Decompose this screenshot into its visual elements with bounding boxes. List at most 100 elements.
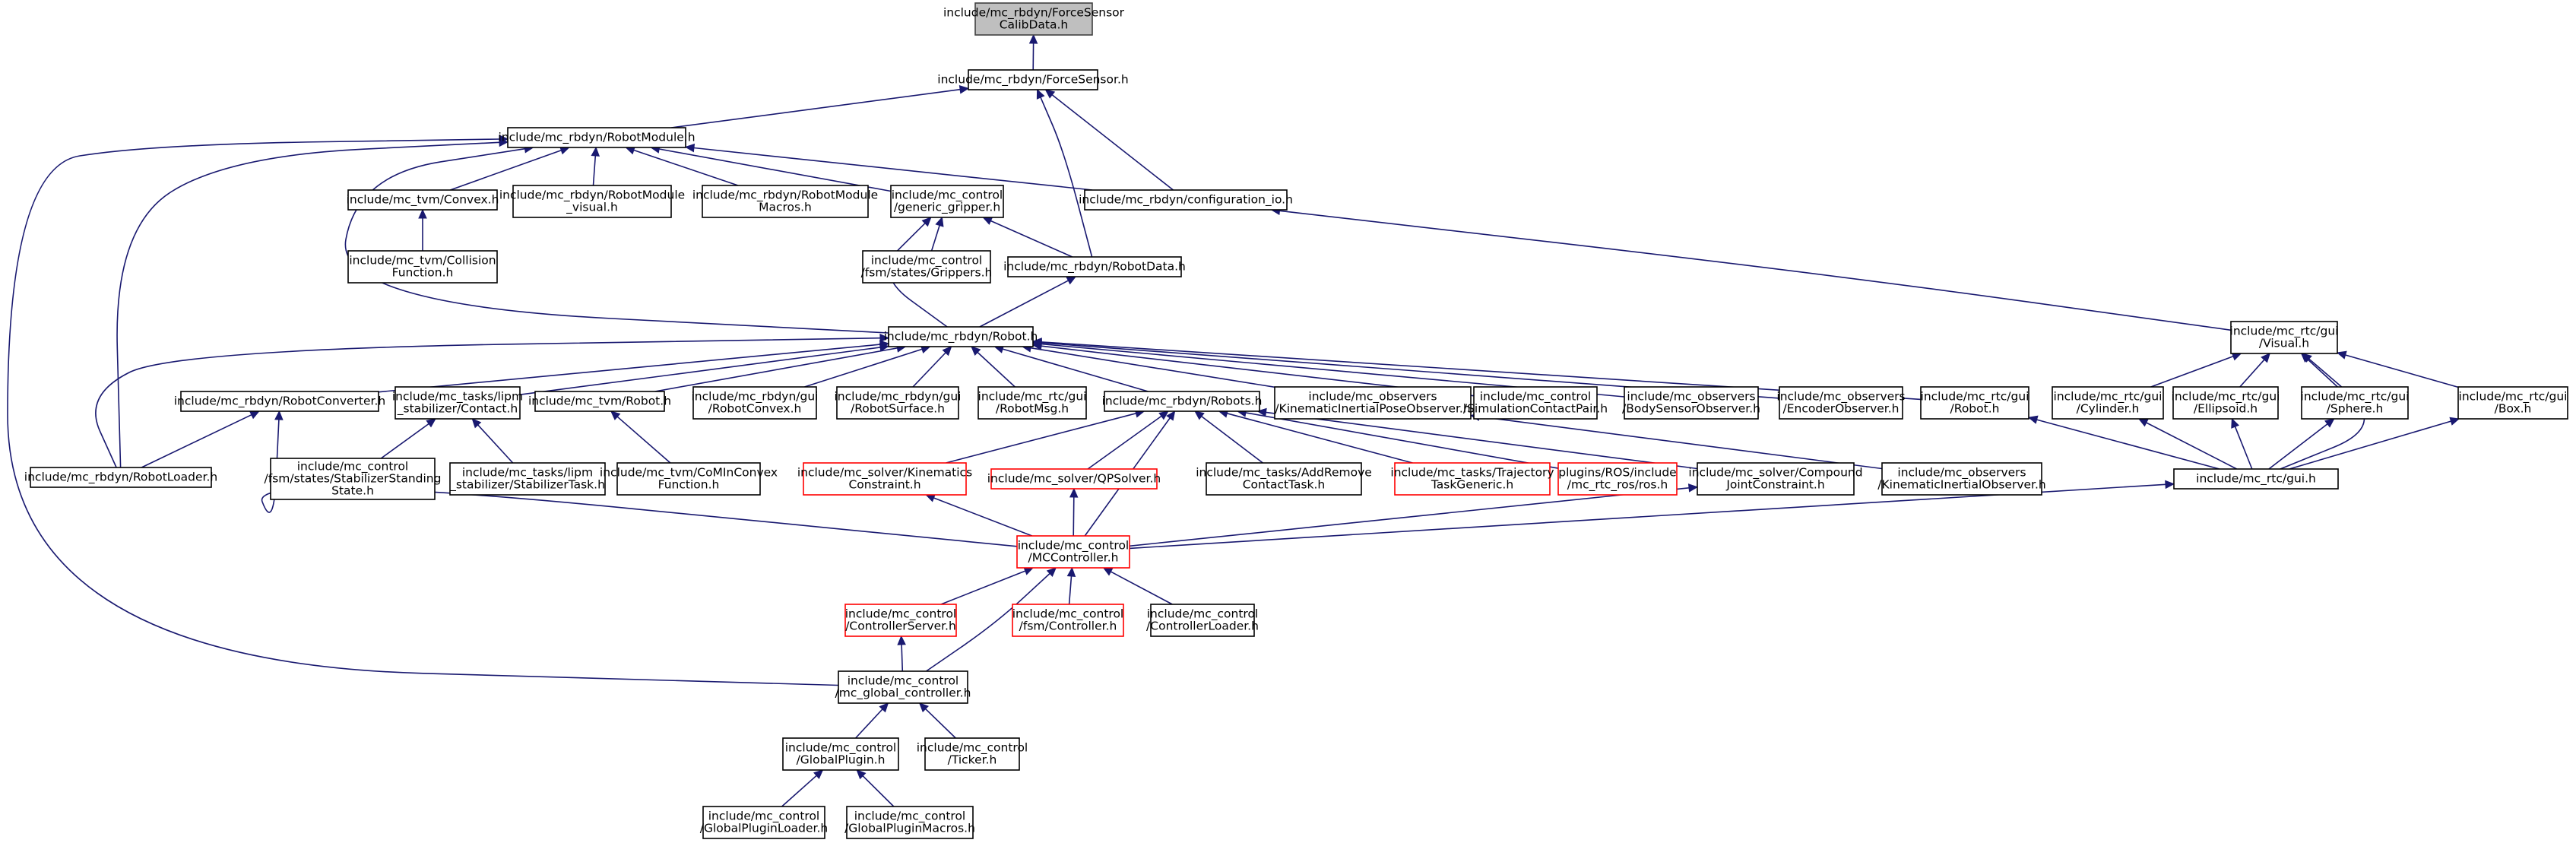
graph-node[interactable]: include/mc_control/fsm/states/Stabilizer…: [265, 458, 442, 500]
edge-line: [633, 149, 739, 186]
edge-n38-to-n19: [1256, 407, 1698, 470]
edge-line: [1266, 411, 1698, 470]
node-label: /BodySensorObserver.h: [1622, 402, 1760, 416]
graph-node[interactable]: include/mc_rbdyn/configuration_io.h: [1079, 189, 1293, 211]
graph-node[interactable]: include/mc_control/Ticker.h: [917, 737, 1028, 771]
edge-line: [804, 348, 923, 388]
node-box: [1206, 462, 1362, 496]
graph-node[interactable]: include/mc_tasks/lipm_stabilizer/Contact…: [392, 386, 523, 420]
node-box: [1104, 391, 1260, 412]
graph-node[interactable]: include/mc_rbdyn/RobotModule_visual.h: [499, 185, 685, 218]
graph-node[interactable]: include/mc_observers/EncoderObserver.h: [1776, 386, 1906, 420]
graph-node[interactable]: include/mc_observers/KinematicInertialPo…: [1274, 386, 1472, 420]
graph-node[interactable]: include/mc_observers/KinematicInertialOb…: [1877, 462, 2046, 496]
node-label: /RobotSurface.h: [851, 402, 945, 416]
edge-n40-to-n24: [2027, 415, 2220, 470]
arrowhead-icon: [2324, 418, 2335, 428]
node-label: include/mc_rbdyn/RobotConverter.h: [174, 395, 386, 409]
graph-node[interactable]: include/mc_rbdyn/RobotLoader.h: [24, 467, 217, 488]
graph-node[interactable]: include/mc_control/fsm/Controller.h: [1012, 604, 1124, 637]
graph-node[interactable]: include/mc_control/mc_global_controller.…: [835, 670, 971, 704]
node-label: include/mc_rtc/gui: [2172, 390, 2280, 404]
graph-node[interactable]: include/mc_rtc/gui/RobotMsg.h: [977, 386, 1087, 420]
node-label: include/mc_rtc/gui: [2054, 390, 2163, 404]
graph-node[interactable]: include/mc_tvm/Convex.h: [347, 189, 499, 211]
node-box: [702, 806, 825, 839]
node-label: _visual.h: [566, 201, 618, 215]
node-label: include/mc_control: [1480, 390, 1591, 404]
graph-node[interactable]: include/mc_rtc/gui/Box.h: [2457, 386, 2568, 420]
edge-line: [95, 337, 881, 468]
node-label: /mc_global_controller.h: [835, 686, 971, 701]
arrowhead-icon: [1158, 410, 1169, 420]
graph-node[interactable]: include/mc_rbdyn/ForceSensor.h: [937, 69, 1129, 90]
graph-node[interactable]: include/mc_control/GlobalPlugin.h: [782, 737, 899, 771]
edge-line: [2239, 359, 2265, 388]
node-label: /ControllerLoader.h: [1146, 620, 1259, 633]
graph-node[interactable]: include/mc_rtc/gui/Robot.h: [1920, 386, 2029, 420]
node-box: [512, 185, 672, 218]
arrowhead-icon: [918, 702, 930, 713]
graph-node[interactable]: include/mc_control/GlobalPluginMacros.h: [844, 806, 975, 839]
edge-n28-to-n11: [2336, 350, 2459, 388]
node-label: include/mc_control: [854, 810, 965, 824]
graph-node[interactable]: plugins/ROS/include/mc_rtc_ros/ros.h: [1557, 462, 1678, 496]
graph-node[interactable]: include/mc_rbdyn/RobotModule.h: [498, 127, 695, 148]
graph-node[interactable]: include/mc_rtc/gui/Visual.h: [2230, 321, 2339, 354]
graph-node[interactable]: include/mc_solver/CompoundJointConstrain…: [1688, 462, 1863, 496]
graph-node[interactable]: include/mc_rbdyn/Robot.h: [884, 326, 1038, 347]
graph-node[interactable]: include/mc_tasks/lipm_stabilizer/Stabili…: [449, 462, 606, 496]
graph-node[interactable]: include/mc_solver/QPSolver.h: [987, 468, 1161, 490]
arrowhead-icon: [1031, 338, 1042, 347]
node-box: [1697, 462, 1855, 496]
edge-line: [671, 88, 961, 128]
graph-node[interactable]: include/mc_control/GlobalPluginLoader.h: [700, 806, 829, 839]
node-box: [1016, 535, 1130, 569]
graph-node[interactable]: include/mc_tvm/Robot.h: [528, 391, 671, 412]
graph-node[interactable]: include/mc_control/SimulationContactPair…: [1463, 386, 1608, 420]
graph-node[interactable]: include/mc_rtc/gui.h: [2173, 468, 2339, 490]
graph-node[interactable]: include/mc_control/ControllerLoader.h: [1146, 604, 1259, 637]
arrowhead-icon: [982, 217, 993, 225]
graph-node[interactable]: include/mc_rbdyn/Robots.h: [1102, 391, 1263, 412]
graph-node[interactable]: include/mc_control/generic_gripper.h: [890, 185, 1004, 218]
node-box: [1881, 462, 2042, 496]
graph-node[interactable]: include/mc_observers/BodySensorObserver.…: [1622, 386, 1760, 420]
graph-node[interactable]: include/mc_rtc/gui/Cylinder.h: [2052, 386, 2164, 420]
edge-line: [1129, 487, 1690, 547]
node-label: /RobotMsg.h: [996, 402, 1069, 416]
graph-node[interactable]: include/mc_control/ControllerServer.h: [844, 604, 957, 637]
node-box: [347, 250, 498, 284]
edge-line: [2146, 422, 2238, 470]
node-label: /GlobalPluginLoader.h: [700, 822, 829, 835]
edge-n41-to-n38: [1129, 483, 1699, 547]
node-label: include/mc_rbdyn/RobotData.h: [1003, 260, 1186, 274]
edge-n29-to-n12: [95, 333, 890, 468]
graph-node[interactable]: include/mc_rbdyn/RobotData.h: [1003, 256, 1186, 277]
node-label: include/mc_rbdyn/ForceSensor: [943, 6, 1125, 21]
arrowhead-icon: [1256, 407, 1267, 417]
graph-node[interactable]: include/mc_rtc/gui/Sphere.h: [2301, 386, 2410, 420]
edge-n29-to-n13: [141, 410, 260, 468]
edge-line: [901, 644, 904, 672]
arrowhead-icon: [2336, 350, 2347, 360]
graph-node[interactable]: include/mc_rtc/gui/Ellipsoid.h: [2172, 386, 2280, 420]
graph-node[interactable]: include/mc_rbdyn/gui/RobotSurface.h: [835, 386, 962, 420]
graph-node[interactable]: include/mc_rbdyn/gui/RobotConvex.h: [692, 386, 819, 420]
arrowhead-icon: [426, 418, 436, 428]
edge-n26-to-n11: [2239, 353, 2271, 388]
edge-n47-to-n45: [918, 702, 956, 739]
edge-line: [1201, 416, 1263, 464]
graph-node[interactable]: include/mc_control/MCController.h: [1016, 535, 1130, 569]
graph-node[interactable]: include/mc_rbdyn/RobotConverter.h: [174, 391, 386, 412]
graph-node[interactable]: include/mc_control/fsm/states/Grippers.h: [861, 250, 993, 284]
node-box: [977, 386, 1087, 420]
edge-n19-to-n12: [993, 344, 1149, 392]
